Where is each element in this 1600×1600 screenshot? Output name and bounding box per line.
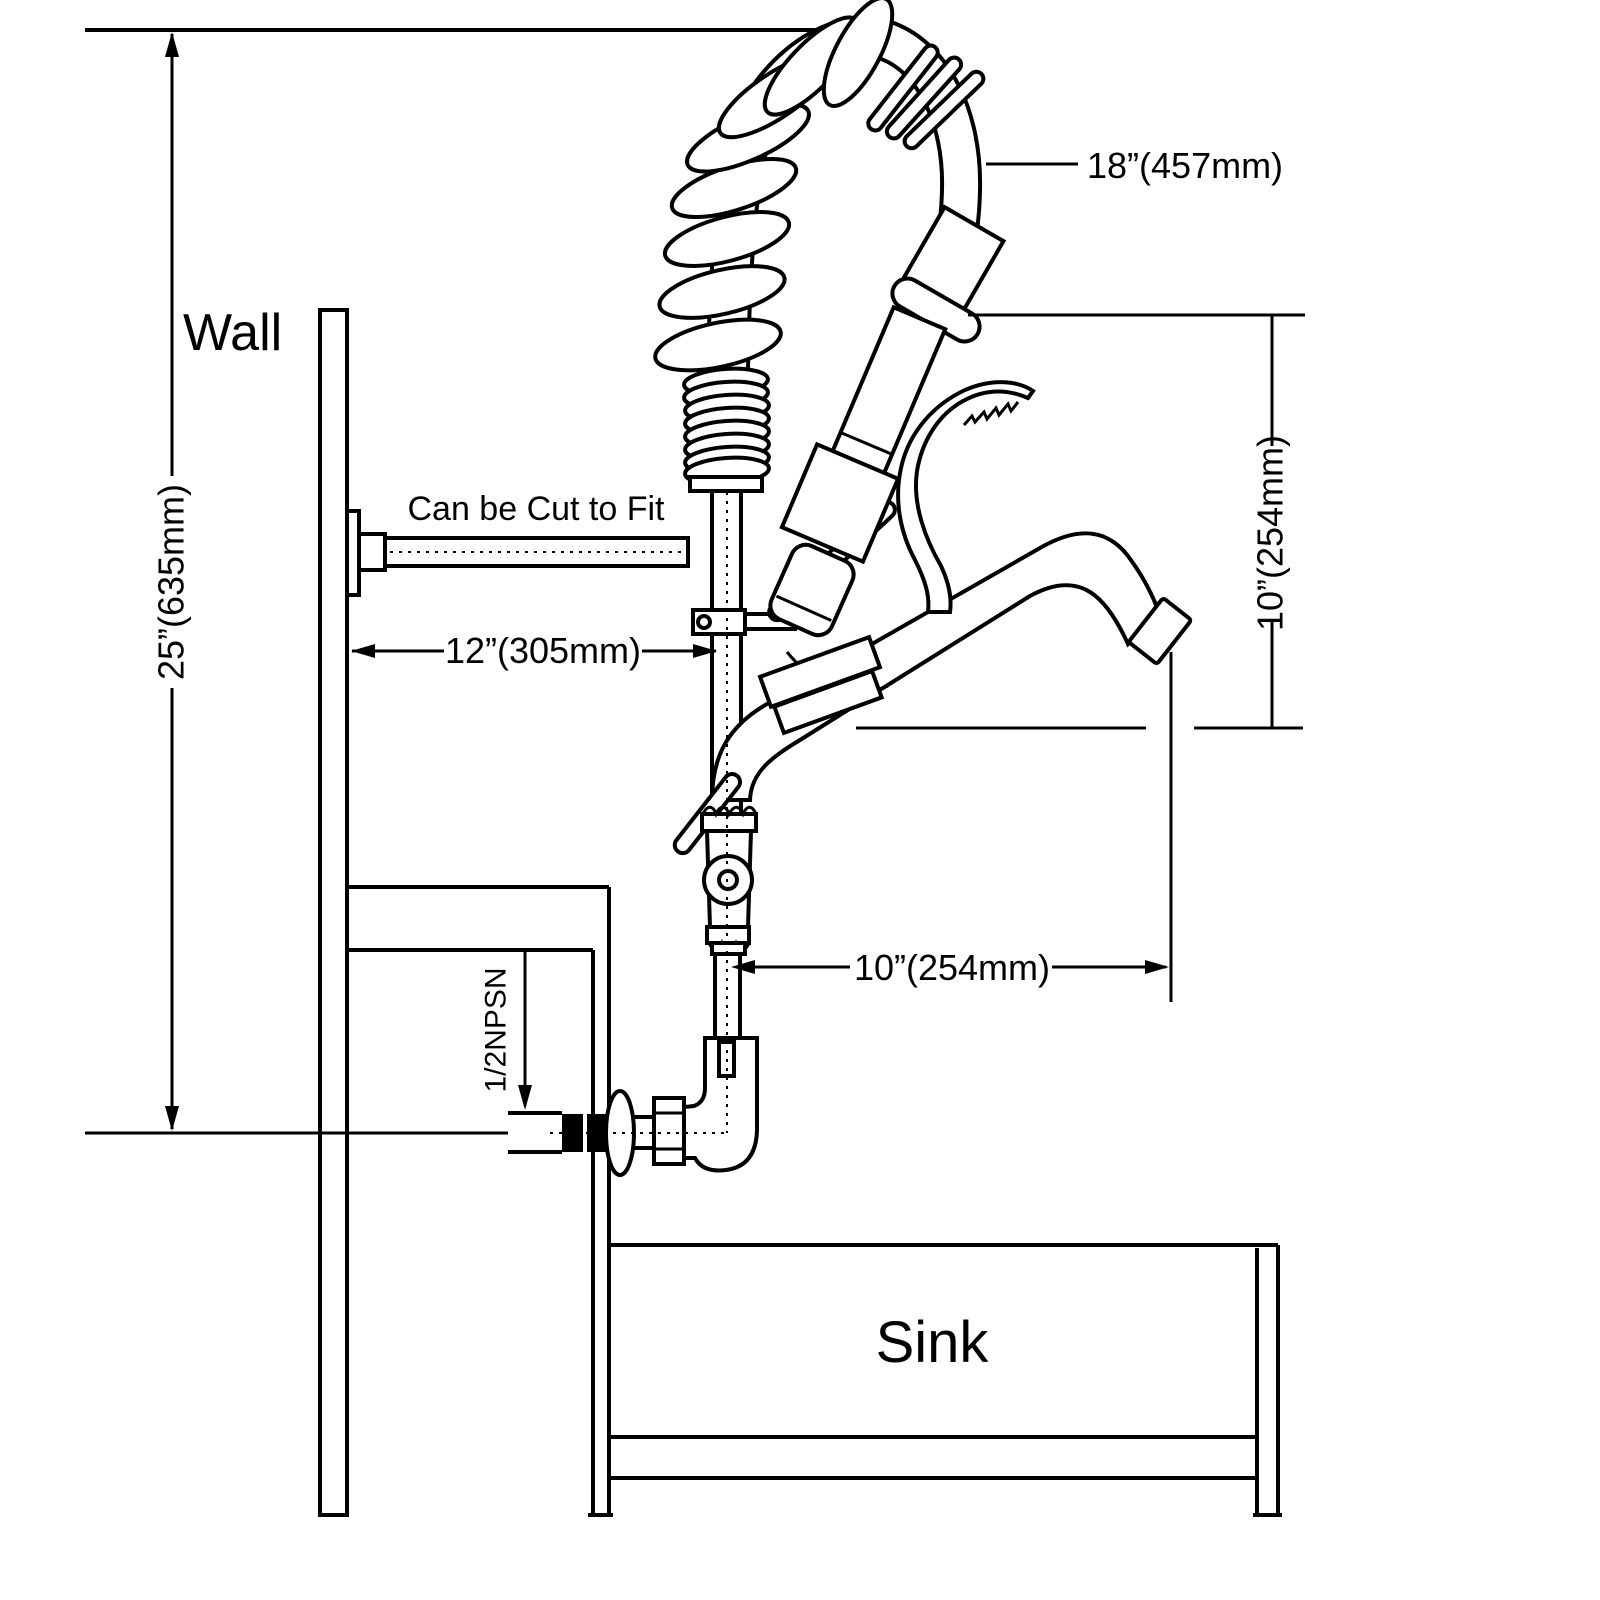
bar-dim-arrow-right (693, 644, 717, 658)
faucet-body-lower (771, 668, 885, 736)
spout-aerator (1127, 597, 1193, 665)
centerlines (550, 492, 728, 1134)
height-dim-arrow-down (165, 1106, 179, 1131)
faucet-body-lower-shape (771, 668, 885, 736)
inlet-dim-arrow (518, 1085, 532, 1110)
coil-loop (821, 0, 895, 108)
support-bar (345, 509, 690, 597)
coil-strand (884, 55, 964, 141)
supply-inlet (508, 1036, 759, 1177)
sink-outline (588, 887, 1282, 1517)
elbow-body (682, 1036, 759, 1173)
sprayer-handle (829, 304, 948, 477)
labels: Wall Sink Can be Cut to Fit 18”(457mm) 2… (151, 145, 1291, 1375)
sprayer-nozzle-shape (768, 542, 856, 638)
valve-top-nut-scallop (701, 805, 758, 819)
height-dim-arrow-up (165, 32, 179, 57)
inlet-thread-label: 1/2NPSN (480, 967, 513, 1092)
bar-collar (357, 532, 387, 572)
wall-structure (85, 28, 850, 1517)
sink-label: Sink (876, 1310, 990, 1375)
bar-dim-arrow-left (351, 644, 375, 658)
coil-loop (653, 317, 783, 373)
trigger-serration (962, 401, 1020, 426)
coil-loops (653, 0, 895, 373)
valve-base-ring (710, 941, 747, 956)
sprayer-bumper (779, 441, 901, 565)
spout-height-dim-label: 10”(254mm) (1250, 435, 1291, 631)
height-dim-label: 25”(635mm) (151, 484, 192, 680)
threaded-nipple-left (562, 1114, 583, 1152)
coil-loop (662, 210, 792, 268)
handle-end-band (839, 431, 893, 456)
sprayer (768, 204, 1036, 638)
coil-ring-stack (682, 366, 771, 493)
coil-loop (657, 264, 787, 320)
spout-reach-dim-label: 10”(254mm) (854, 947, 1050, 988)
dimensions (85, 32, 1305, 1135)
bar-dim-label: 12”(305mm) (445, 630, 641, 671)
aerator-shape (1127, 597, 1193, 665)
nozzle-face-line (775, 594, 832, 622)
hose-dim-label: 18”(457mm) (1087, 145, 1283, 186)
inlet-flange (604, 1089, 636, 1177)
reach-dim-arrow-left (731, 960, 755, 974)
bracket-hole (696, 614, 712, 630)
coil-end-collar (688, 475, 764, 493)
wall-panel (318, 308, 349, 1517)
sprayer-trigger (896, 380, 1036, 614)
addon-spout (709, 531, 1193, 802)
control-valve (672, 772, 758, 956)
inlet-hex-nut (652, 1096, 686, 1166)
sprayer-nozzle (768, 542, 856, 638)
reach-dim-arrow-right (1145, 960, 1169, 974)
coil-strands (866, 43, 986, 151)
wall-label: Wall (183, 304, 282, 362)
cut-note-label: Can be Cut to Fit (407, 490, 665, 528)
sprayer-bumper-shape (779, 441, 901, 565)
coil-strand (866, 43, 940, 133)
coil-strand (902, 69, 986, 151)
sprayer-handle-shape (829, 304, 948, 477)
